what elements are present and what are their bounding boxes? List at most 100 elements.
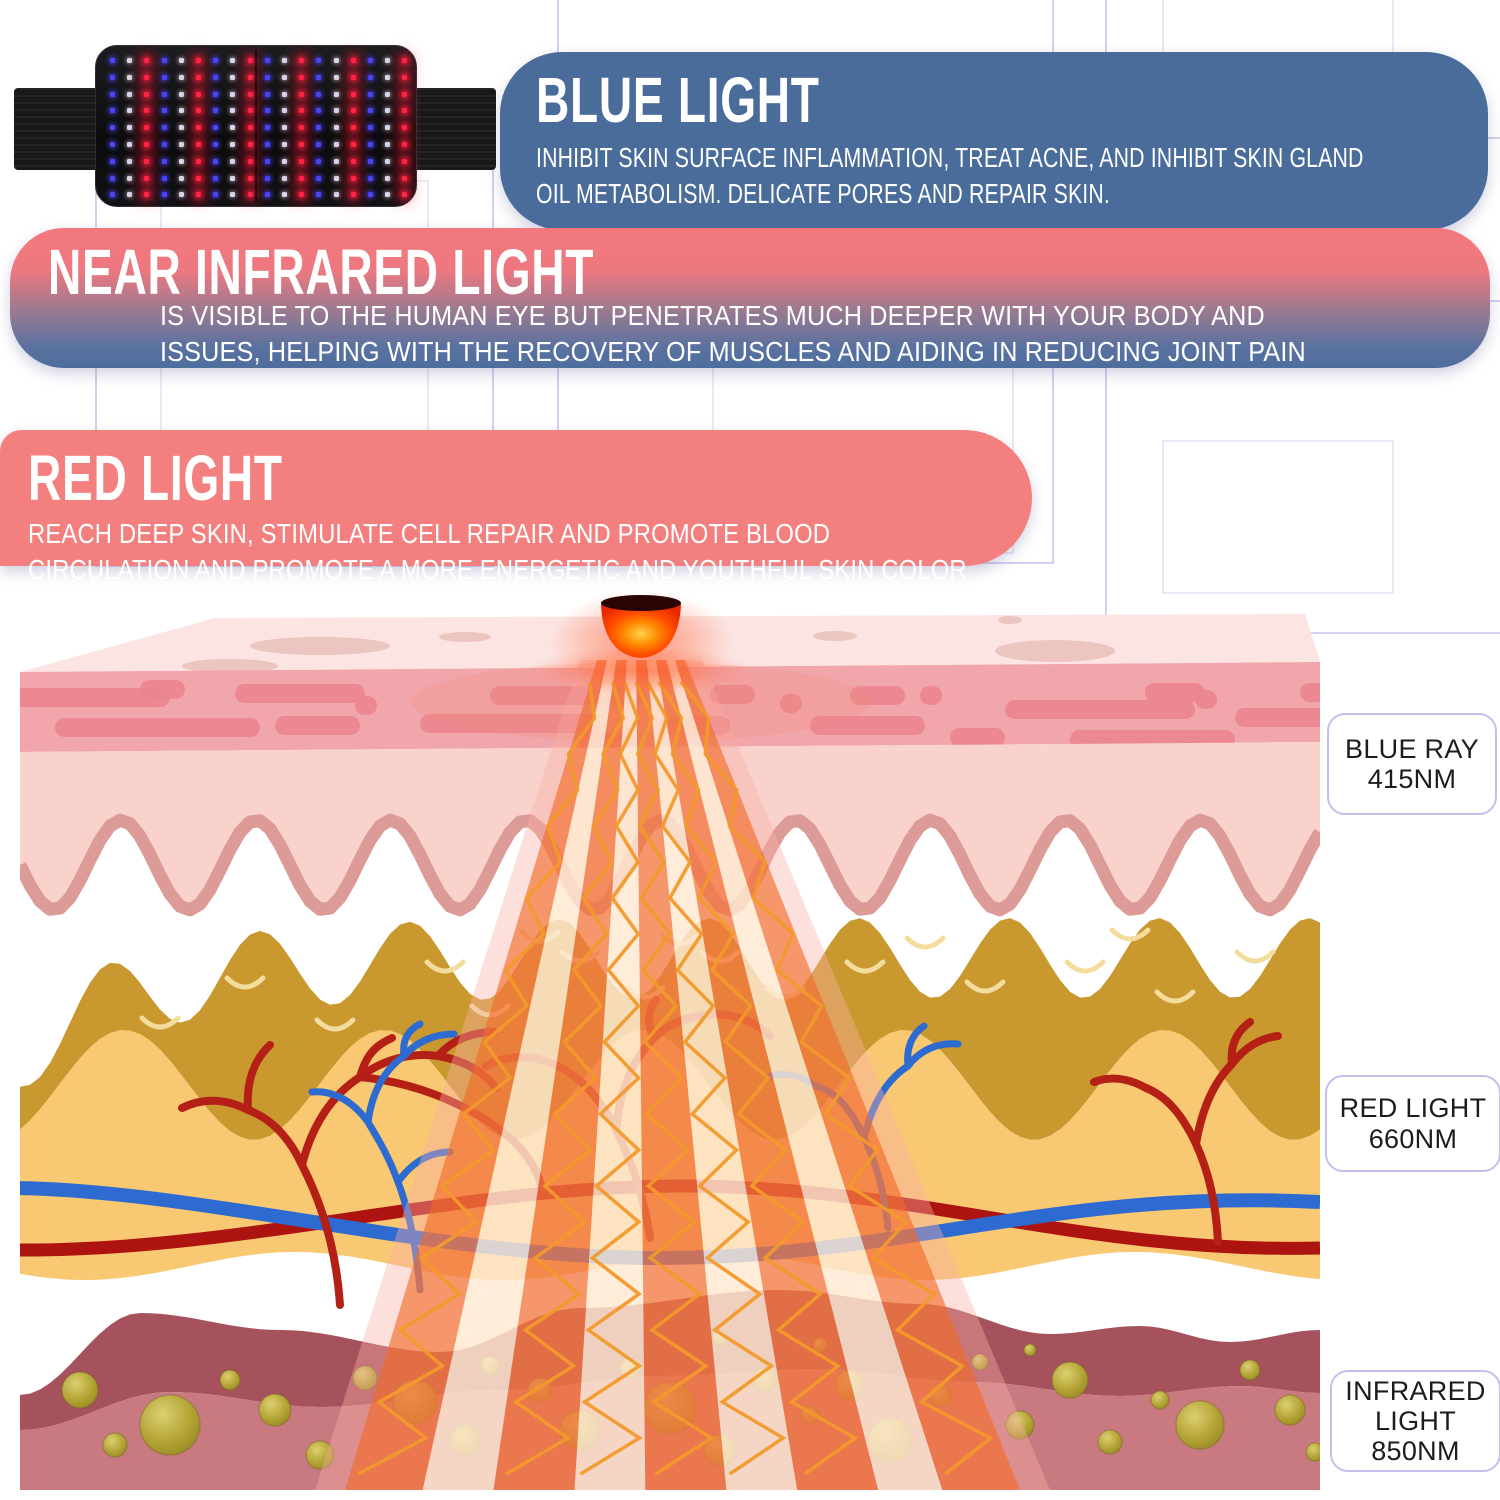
- led-dot: [350, 125, 356, 131]
- led-dot: [368, 58, 373, 63]
- led-dot: [316, 175, 322, 181]
- led-dot: [402, 175, 408, 181]
- led-dot: [110, 108, 115, 114]
- led-dot: [196, 158, 201, 164]
- led-dot: [316, 125, 322, 131]
- led-dot: [350, 158, 356, 164]
- led-dot: [333, 192, 339, 198]
- led-dot: [144, 108, 150, 114]
- led-dot: [385, 74, 391, 80]
- led-dot: [385, 108, 391, 114]
- led-dot: [282, 175, 287, 181]
- led-dot: [161, 175, 167, 181]
- led-dot: [264, 108, 270, 114]
- led-dot: [213, 74, 219, 80]
- led-dot: [350, 175, 356, 181]
- led-dot: [144, 74, 150, 80]
- led-dot: [127, 142, 133, 147]
- led-dot: [264, 192, 270, 198]
- led-dot: [230, 175, 236, 181]
- red-light-description: REACH DEEP SKIN, STIMULATE CELL REPAIR A…: [28, 518, 967, 586]
- led-dot: [402, 108, 408, 114]
- led-dot: [264, 58, 270, 63]
- label-line: RED LIGHT: [1339, 1093, 1487, 1124]
- led-dot: [230, 58, 236, 63]
- led-dot: [247, 142, 253, 147]
- led-dot: [385, 91, 391, 97]
- led-dot: [333, 58, 339, 63]
- led-dot: [316, 91, 322, 97]
- led-dot: [161, 125, 167, 131]
- led-dot: [127, 91, 133, 97]
- led-dot: [299, 91, 305, 97]
- led-dot: [196, 108, 201, 114]
- led-dot: [282, 108, 287, 114]
- led-dot: [196, 91, 201, 97]
- led-dot: [196, 125, 201, 131]
- led-dot: [316, 74, 322, 80]
- led-dot: [178, 125, 184, 131]
- label-line: INFRARED: [1345, 1375, 1486, 1406]
- led-dot: [127, 108, 133, 114]
- led-dot: [402, 158, 408, 164]
- led-dot: [385, 125, 391, 131]
- led-dot: [127, 74, 133, 80]
- led-dot: [127, 175, 133, 181]
- led-bulb: [531, 590, 751, 694]
- led-dot: [213, 192, 219, 198]
- near-infrared-description: IS VISIBLE TO THE HUMAN EYE BUT PENETRAT…: [160, 300, 1306, 368]
- led-dot: [264, 158, 270, 164]
- led-dot: [247, 108, 253, 114]
- led-dot: [230, 192, 236, 198]
- led-dot: [247, 158, 253, 164]
- led-dot: [264, 74, 270, 80]
- led-dot: [247, 175, 253, 181]
- led-dot: [161, 192, 167, 198]
- led-dot: [161, 58, 167, 63]
- blue-light-banner: BLUE LIGHT INHIBIT SKIN SURFACE INFLAMMA…: [500, 52, 1488, 230]
- red-light-title: RED LIGHT: [28, 442, 283, 514]
- label-line: LIGHT: [1374, 1405, 1456, 1436]
- blue-light-description: INHIBIT SKIN SURFACE INFLAMMATION, TREAT…: [536, 142, 1364, 210]
- led-dot: [213, 158, 219, 164]
- led-dot: [385, 192, 391, 198]
- belt-strap-left: [14, 88, 110, 170]
- led-dot: [402, 125, 408, 131]
- led-dot: [385, 158, 391, 164]
- led-dot: [316, 58, 322, 63]
- led-dot: [282, 142, 287, 147]
- led-dot: [368, 74, 373, 80]
- led-dot: [110, 91, 115, 97]
- label-line: BLUE RAY: [1345, 733, 1479, 764]
- led-dot: [161, 108, 167, 114]
- led-dot: [213, 142, 219, 147]
- led-dot: [368, 192, 373, 198]
- led-belt-device: [10, 10, 500, 235]
- led-dot: [282, 74, 287, 80]
- led-dot: [333, 175, 339, 181]
- led-dot: [350, 108, 356, 114]
- led-dot: [178, 91, 184, 97]
- led-dot: [247, 74, 253, 80]
- led-dot: [264, 91, 270, 97]
- led-dot: [196, 58, 201, 63]
- led-dot: [110, 125, 115, 131]
- led-dot: [316, 142, 322, 147]
- led-dot: [144, 58, 150, 63]
- led-dot: [385, 142, 391, 147]
- led-dot: [196, 175, 201, 181]
- led-dot: [316, 108, 322, 114]
- led-dot: [333, 158, 339, 164]
- led-dot: [264, 175, 270, 181]
- led-dot: [299, 175, 305, 181]
- led-dot: [144, 158, 150, 164]
- led-dot: [299, 192, 305, 198]
- led-dot: [316, 192, 322, 198]
- label-blue-ray-415nm: BLUE RAY 415NM: [1327, 713, 1497, 815]
- led-dot: [110, 192, 115, 198]
- led-dot: [213, 58, 219, 63]
- led-dot: [247, 91, 253, 97]
- led-dot: [196, 74, 201, 80]
- label-line: 415NM: [1367, 764, 1457, 794]
- led-dot: [402, 91, 408, 97]
